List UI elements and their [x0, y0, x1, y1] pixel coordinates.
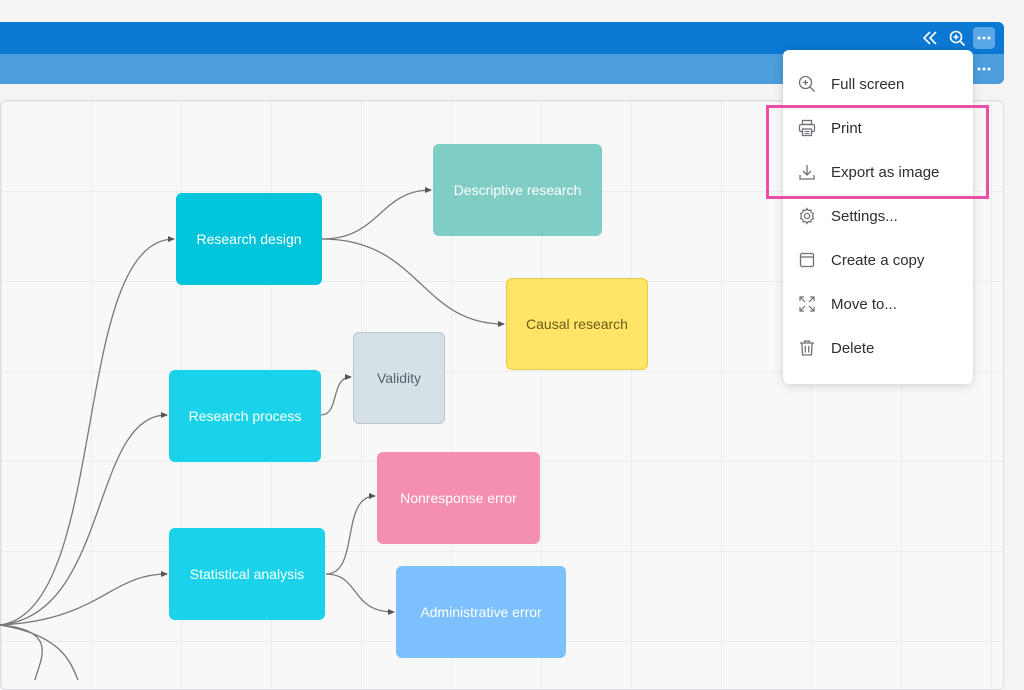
gear-icon [783, 207, 831, 225]
node-statistical-analysis[interactable]: Statistical analysis [169, 528, 325, 620]
menu-item-label: Delete [831, 339, 875, 357]
menu-item-label: Create a copy [831, 251, 925, 269]
menu-item-print[interactable]: Print [783, 106, 973, 150]
menu-item-label: Full screen [831, 75, 905, 93]
node-nonresponse-error[interactable]: Nonresponse error [377, 452, 540, 544]
more-options-menu: Full screen Print Export as image Settin… [783, 50, 973, 384]
node-label: Administrative error [420, 604, 542, 620]
node-validity[interactable]: Validity [353, 332, 445, 424]
menu-item-export-as-image[interactable]: Export as image [783, 150, 973, 194]
node-label: Causal research [526, 316, 628, 332]
sub-more-icon[interactable] [974, 59, 994, 79]
menu-item-label: Export as image [831, 163, 940, 181]
menu-item-label: Settings... [831, 207, 898, 225]
double-chevron-left-icon[interactable] [920, 28, 940, 48]
node-label: Nonresponse error [400, 490, 517, 506]
mindmap-header-bar [0, 22, 1004, 54]
node-label: Research design [196, 231, 302, 247]
trash-icon [783, 339, 831, 357]
menu-item-create-a-copy[interactable]: Create a copy [783, 238, 973, 282]
menu-item-move-to[interactable]: Move to... [783, 282, 973, 326]
menu-item-label: Move to... [831, 295, 897, 313]
node-administrative-error[interactable]: Administrative error [396, 566, 566, 658]
move-icon [783, 295, 831, 313]
node-label: Validity [376, 370, 422, 386]
node-causal-research[interactable]: Causal research [506, 278, 648, 370]
menu-item-delete[interactable]: Delete [783, 326, 973, 370]
menu-item-label: Print [831, 119, 862, 137]
node-label: Descriptive research [453, 182, 582, 198]
node-label: Statistical analysis [189, 566, 305, 582]
menu-item-full-screen[interactable]: Full screen [783, 62, 973, 106]
zoom-in-icon[interactable] [947, 28, 967, 48]
printer-icon [783, 119, 831, 137]
more-horizontal-icon[interactable] [973, 27, 995, 49]
copy-icon [783, 251, 831, 269]
menu-item-settings[interactable]: Settings... [783, 194, 973, 238]
node-research-design[interactable]: Research design [176, 193, 322, 285]
zoom-in-icon [783, 75, 831, 93]
download-icon [783, 163, 831, 181]
node-research-process[interactable]: Research process [169, 370, 321, 462]
node-label: Research process [188, 408, 302, 424]
node-descriptive-research[interactable]: Descriptive research [433, 144, 602, 236]
